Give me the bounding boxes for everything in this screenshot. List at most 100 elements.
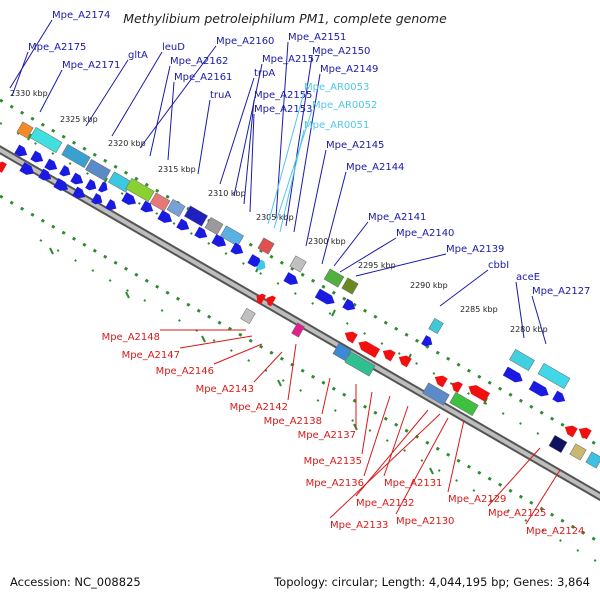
callout-line [383, 405, 409, 477]
gene-label: trpA [254, 68, 275, 79]
tick-track-line [0, 98, 600, 449]
gene-label: Mpe_A2157 [262, 54, 320, 65]
feature-box [257, 237, 275, 255]
backbone-inner [0, 147, 600, 499]
gene-label: Mpe_A2125 [488, 508, 546, 519]
feature-box [585, 451, 600, 469]
kbp-label: 2300 kbp [308, 237, 346, 246]
callout-line [293, 73, 321, 233]
plus-strand-gene-arrow [121, 192, 137, 205]
callout-line [285, 55, 313, 227]
plus-strand-gene-arrow [194, 226, 208, 239]
callout-line [197, 99, 211, 175]
plus-strand-gene-arrow [105, 199, 117, 211]
feature-box [422, 382, 450, 406]
gene-label: Mpe_A2124 [526, 526, 584, 537]
callout-line [487, 447, 541, 507]
plus-strand-gene-arrow [72, 186, 86, 199]
callout-line [321, 377, 331, 415]
plus-strand-gene-arrow [157, 210, 173, 223]
feature-box [289, 255, 307, 273]
feature-box [323, 268, 345, 288]
callout-line [85, 59, 129, 127]
gene-label: Mpe_A2139 [446, 244, 504, 255]
plus-strand-gene-arrow [14, 144, 28, 157]
feature-box [85, 158, 111, 182]
feature-box [204, 216, 224, 236]
callout-line [219, 77, 255, 185]
feature-box [183, 205, 209, 227]
plus-strand-gene-arrow [528, 380, 549, 397]
plus-strand-gene-arrow [552, 390, 566, 403]
callout-line [305, 149, 327, 247]
plus-strand-gene-arrow [70, 172, 84, 185]
gene-label: Mpe_A2145 [326, 140, 384, 151]
gene-callouts: Mpe_A2174Mpe_A2175Mpe_A2171gltAleuDMpe_A… [9, 10, 590, 537]
plus-strand-gene-arrow [502, 366, 523, 383]
kbp-label: 2310 kbp [208, 189, 246, 198]
callout-line [167, 81, 175, 161]
gene-label: Mpe_AR0052 [312, 100, 377, 111]
feature-box [149, 192, 171, 212]
kbp-label: 2320 kbp [108, 139, 146, 148]
gene-label: Mpe_A2174 [52, 10, 110, 21]
feature-box [548, 434, 568, 454]
gene-label: Mpe_A2132 [356, 498, 414, 509]
minus-strand-gene-arrow [0, 161, 7, 173]
gene-label: Mpe_A2140 [396, 228, 454, 239]
plus-strand-gene-arrow [85, 179, 97, 191]
minus-strand-gene-arrow [382, 349, 396, 362]
tick-mark [49, 247, 54, 255]
gene-label: Mpe_A2133 [330, 520, 388, 531]
minus-strand-gene-arrow [344, 331, 358, 344]
plus-strand-gene-arrow [314, 288, 335, 305]
feature-box [16, 121, 34, 139]
gene-label: Mpe_A2138 [264, 416, 322, 427]
plus-strand-gene-arrow [256, 259, 266, 271]
gene-label: Mpe_A2147 [122, 350, 180, 361]
plus-strand-gene-arrow [30, 150, 44, 163]
feature-box [125, 177, 155, 203]
callout-line [361, 391, 373, 455]
kbp-label: 2330 kbp [10, 89, 48, 98]
callout-line [321, 171, 347, 265]
feature-box [240, 307, 256, 325]
minus-strand-gene-arrow [358, 341, 381, 358]
plus-strand-gene-arrow [211, 234, 227, 247]
kbp-label: 2280 kbp [510, 325, 548, 334]
minus-strand-gene-arrow [266, 295, 276, 307]
plus-strand-gene-arrow [19, 162, 35, 175]
plus-strand-gene-arrow [176, 218, 190, 231]
feature-box [29, 126, 63, 154]
gene-label: leuD [162, 42, 185, 53]
callout-line [9, 19, 53, 89]
gene-label: Mpe_A2136 [306, 478, 364, 489]
minus-strand-gene-arrow [468, 385, 491, 402]
minus-strand-gene-arrow [578, 427, 592, 440]
callout-line [531, 295, 547, 345]
minus-strand-gene-arrow [398, 355, 412, 368]
gene-label: truA [210, 90, 231, 101]
gene-label: Mpe_A2175 [28, 42, 86, 53]
gene-label: Mpe_A2129 [448, 494, 506, 505]
plus-strand-gene-arrow [53, 178, 69, 191]
gene-arrows [0, 144, 592, 440]
map-title: Methylibium petroleiphilum PM1, complete… [123, 11, 447, 26]
plus-strand-gene-arrow [44, 158, 58, 171]
gene-label: Mpe_A2160 [216, 36, 274, 47]
genome-summary-text: Topology: circular; Length: 4,044,195 bp… [273, 575, 590, 589]
feature-box [341, 277, 359, 295]
callout-line [233, 63, 263, 197]
plus-strand-gene-arrow [38, 168, 52, 181]
kbp-label: 2290 kbp [410, 281, 448, 290]
gene-label: Mpe_A2127 [532, 286, 590, 297]
callout-line [515, 281, 525, 339]
feature-box [428, 317, 444, 335]
feature-box [344, 351, 376, 377]
gene-label: Mpe_A2141 [368, 212, 426, 223]
feature-box [219, 225, 245, 247]
gene-label: Mpe_AR0053 [304, 82, 369, 93]
callout-line [243, 99, 255, 205]
